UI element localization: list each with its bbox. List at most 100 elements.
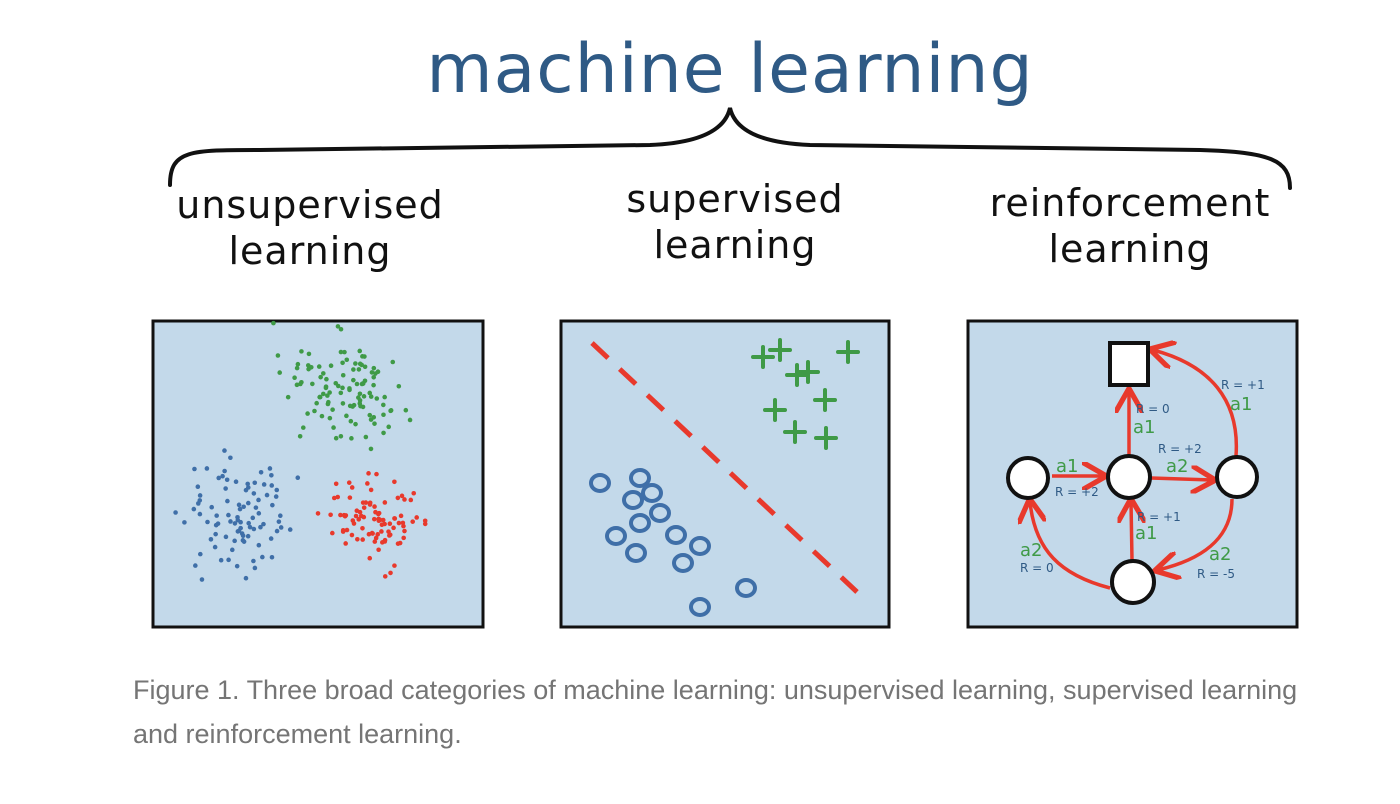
curly-brace: [168, 107, 1292, 190]
scatter-point: [381, 412, 386, 418]
scatter-point: [380, 517, 386, 523]
scatter-point: [387, 533, 392, 538]
scatter-point: [260, 554, 265, 560]
circle-sample: [672, 553, 694, 573]
scatter-point: [269, 472, 274, 478]
scatter-point: [340, 360, 345, 366]
scatter-point: [333, 435, 339, 441]
scatter-point: [325, 401, 331, 407]
scatter-point: [388, 408, 394, 413]
circle-sample: [689, 536, 711, 556]
scatter-point: [264, 492, 270, 498]
reward-label: R = +1: [1137, 510, 1181, 524]
reward-label: R = +2: [1055, 485, 1099, 499]
scatter-point: [387, 521, 393, 526]
scatter-point: [213, 531, 218, 537]
scatter-point: [251, 526, 257, 532]
scatter-point: [347, 495, 353, 500]
scatter-point: [388, 570, 393, 576]
scatter-point: [372, 421, 377, 426]
scatter-point: [327, 390, 332, 395]
circle-sample: [629, 468, 651, 488]
scatter-point: [335, 494, 341, 500]
scatter-point: [256, 497, 261, 503]
scatter-point: [245, 481, 250, 487]
category-unsupervised: unsupervised learning: [150, 182, 470, 274]
scatter-point: [347, 386, 352, 391]
scatter-point: [240, 533, 246, 539]
scatter-point: [371, 375, 377, 380]
scatter-point: [226, 557, 231, 563]
scatter-point: [192, 466, 197, 472]
scatter-point: [380, 540, 385, 545]
scatter-point: [232, 521, 238, 526]
action-label: a2: [1020, 540, 1042, 561]
action-label: a1: [1133, 417, 1155, 438]
scatter-point: [372, 539, 378, 544]
scatter-point: [237, 506, 243, 512]
scatter-point: [395, 495, 401, 501]
scatter-point: [228, 455, 233, 461]
action-label: a1: [1056, 456, 1078, 477]
reward-label: R = 0: [1136, 402, 1170, 416]
scatter-point: [234, 563, 240, 569]
scatter-point: [376, 518, 382, 524]
scatter-point: [373, 371, 378, 376]
circle-sample: [649, 503, 671, 523]
edge-right-to-terminal: [1153, 350, 1239, 457]
scatter-point: [361, 505, 367, 510]
scatter-point: [205, 519, 210, 525]
state-bottom: [1110, 559, 1156, 605]
scatter-point: [315, 511, 321, 516]
scatter-point: [173, 510, 178, 515]
scatter-point: [368, 487, 374, 493]
scatter-point: [414, 515, 419, 520]
scatter-point: [368, 394, 374, 399]
scatter-point: [391, 525, 396, 531]
scatter-point: [240, 538, 246, 543]
scatter-point: [353, 513, 359, 519]
scatter-point: [243, 575, 249, 581]
scatter-point: [306, 351, 312, 357]
scatter-point: [270, 502, 275, 508]
scatter-point: [371, 382, 376, 388]
scatter-point: [403, 407, 409, 413]
scatter-point: [267, 466, 273, 471]
plus-sample: [814, 426, 838, 450]
category-line: supervised: [626, 177, 844, 221]
circle-sample: [605, 526, 627, 546]
scatter-point: [222, 468, 227, 474]
scatter-point: [381, 402, 386, 408]
scatter-point: [258, 524, 263, 530]
circle-sample: [629, 513, 651, 533]
scatter-point: [349, 532, 355, 538]
edge-bottom-to-left: [1030, 502, 1111, 590]
scatter-point: [382, 574, 388, 579]
scatter-point: [367, 555, 373, 561]
scatter-point: [252, 480, 258, 486]
scatter-point: [317, 394, 323, 400]
scatter-point: [277, 370, 283, 375]
scatter-point: [256, 511, 262, 516]
scatter-point: [386, 424, 392, 430]
edge-right-to-bottom: [1158, 498, 1234, 570]
scatter-point: [223, 486, 228, 491]
scatter-point: [400, 520, 406, 526]
scatter-point: [182, 520, 187, 525]
scatter-point: [340, 529, 346, 534]
scatter-point: [292, 375, 297, 381]
state-left: [1006, 456, 1050, 500]
scatter-point: [305, 411, 310, 416]
scatter-point: [261, 521, 266, 527]
scatter-point: [197, 493, 203, 498]
scatter-point: [333, 380, 339, 386]
scatter-point: [373, 509, 378, 515]
scatter-point: [247, 524, 253, 530]
scatter-point: [411, 490, 417, 496]
scatter-point: [198, 551, 203, 557]
scatter-point: [269, 483, 275, 488]
scatter-point: [268, 536, 274, 541]
scatter-point: [402, 528, 407, 534]
scatter-point: [392, 516, 397, 521]
category-line: learning: [653, 223, 817, 267]
